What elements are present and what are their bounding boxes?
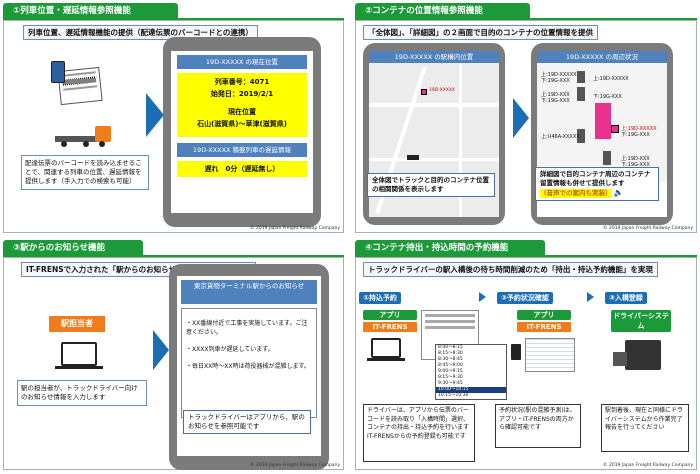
laptop-icon <box>61 342 97 366</box>
panel-frame <box>3 257 344 470</box>
arrow-right-icon <box>587 292 594 302</box>
itfrens-button[interactable]: IT-FRENS <box>363 322 417 332</box>
notice-item: ・XX番線付近で工事を実施しています。ご注意ください。 <box>186 320 308 336</box>
copyright: © 2019 Japan Freight Railway Company <box>603 463 693 468</box>
time-slot[interactable]: 8:30～8:45 <box>438 357 463 362</box>
panel-title: ①列車位置・遅延情報参照機能 <box>3 3 178 19</box>
time-slot-table[interactable]: 8:00～8:15 8:15～8:30 8:30～8:45 8:45～9:00 … <box>435 344 507 400</box>
time-slot[interactable]: 9:15～9:30 <box>438 375 463 380</box>
map-label: 上:19D-XXXXX <box>541 72 577 78</box>
detail-header: 19D-XXXXX の周辺状況 <box>537 51 667 63</box>
printer-icon <box>613 352 627 366</box>
start-date: 始発日：2019/2/1 <box>210 90 274 98</box>
detail-callout-text: 詳細図で目的コンテナ周辺のコンテナ留置情報も併せて提供します <box>540 170 651 187</box>
speaker-icon[interactable]: 🔈 <box>613 188 624 197</box>
congestion-chart-icon <box>525 338 575 372</box>
panel-title: ②コンテナの位置情報参照機能 <box>355 3 530 19</box>
smartphone-icon <box>511 344 521 360</box>
copyright: © 2019 Japan Freight Railway Company <box>250 463 340 468</box>
time-slot[interactable]: 8:00～8:15 <box>438 345 463 350</box>
panel-frame <box>3 20 344 233</box>
time-slot[interactable]: 10:00～10:15 <box>436 387 506 393</box>
container-marker[interactable] <box>421 89 427 95</box>
overview-callout: 全体図でトラックと目的のコンテナ位置の相関関係を表示します <box>367 173 495 197</box>
map-label: 下:19G-XXX <box>621 132 650 138</box>
map-label: 下:19G-XXX <box>593 94 622 100</box>
voice-guide-note: （音声での案内も実装） <box>540 189 612 198</box>
notice-list: ・XX番線付近で工事を実施しています。ご注意ください。 ・XXXX列車が遅延して… <box>181 308 317 418</box>
notice-item: ・毎日XX時～XX時は荷役器械が混雑します。 <box>186 363 310 370</box>
current-position-label: 現在位置 <box>228 108 256 116</box>
phone-mockup: 東京貨物ターミナル駅からのお知らせ ・XX番線付近で工事を実施しています。ご注意… <box>169 264 329 470</box>
panel-description: 配達伝票のバーコードを読み込ませることで、関連する列車の位置、遅延情報を提供しま… <box>21 155 149 190</box>
map-label: 下:19G-XXX <box>621 162 650 168</box>
terminal-icon <box>625 340 661 370</box>
panel-container-position: ②コンテナの位置情報参照機能 「全体図」、「詳細図」の２画面で目的のコンテナの位… <box>355 3 697 233</box>
time-slot[interactable]: 8:45～9:00 <box>438 363 463 368</box>
detail-map[interactable]: 上:19D-XXXXX 下:19G-XXX 上:19D-XXXXX 上:19D-… <box>537 63 667 183</box>
panel-train-position: ①列車位置・遅延情報参照機能 列車位置、遅延情報機能の提供（配達伝票のバーコード… <box>3 3 344 233</box>
notice-item: ・XXXX列車が遅延しています。 <box>186 346 274 353</box>
panel-title: ③駅からのお知らせ機能 <box>3 240 143 256</box>
app-button[interactable]: アプリ <box>517 310 571 320</box>
map-label: 上:19D-XXX <box>621 156 650 162</box>
phone-mockup-overview: 19D-XXXXX の駅構内位置 19D-XXXXX <box>363 43 505 225</box>
current-position-value: 石山(滋賀県)～草津(滋賀県) <box>197 120 287 128</box>
time-slot[interactable]: 9:00～9:15 <box>438 369 463 374</box>
panel-subtitle: トラックドライバーの駅入構後の待ち時間削減のため「持出・持込予約機能」を実現 <box>363 262 658 277</box>
laptop-icon <box>371 338 401 358</box>
arrow-right-icon <box>479 292 486 302</box>
position-header: 19D-XXXXX の現在位置 <box>177 55 307 69</box>
panel-frame <box>355 20 697 233</box>
phone-screen: 19D-XXXXX の現在位置 列車番号：4071 始発日：2019/2/1 現… <box>171 51 313 213</box>
notice-header: 東京貨物ターミナル駅からのお知らせ <box>181 280 317 304</box>
overview-header: 19D-XXXXX の駅構内位置 <box>369 51 499 63</box>
panel-subtitle: 列車位置、遅延情報機能の提供（配達伝票のバーコードとの連携） <box>23 25 258 40</box>
notice-callout: トラックドライバーはアプリから、駅のお知らせを参照可能です <box>183 410 311 434</box>
time-slot[interactable]: 9:30～9:45 <box>438 381 463 386</box>
staff-label: 駅担当者 <box>49 316 105 332</box>
panel-title: ④コンテナ持出・持込時間の予約機能 <box>355 240 545 256</box>
truck-marker-icon[interactable] <box>407 155 419 160</box>
time-slot[interactable]: 10:15～10:30 <box>438 393 469 398</box>
app-button[interactable]: アプリ <box>363 310 417 320</box>
copyright: © 2019 Japan Freight Railway Company <box>250 226 340 231</box>
copyright: © 2019 Japan Freight Railway Company <box>603 226 693 231</box>
step3-description: 駅到着後、現在と同様にドライバーシステムから作業完了報告を行ってください <box>601 404 689 452</box>
step3-label: ③入構登録 <box>605 292 647 304</box>
map-label: 上:19D-XXXXX <box>593 76 629 82</box>
step1-description: ドライバーは、アプリから伝票のバーコードを読み取り「入構時間」選択、コンテナの持… <box>363 404 475 462</box>
delay-value: 遅れ 0分（遅延無し） <box>177 161 307 177</box>
arrow-right-icon <box>513 98 529 138</box>
arrow-right-icon <box>153 330 169 370</box>
panel-description: 駅の担当者が、トラックドライバー向けのお知らせ情報を入力します <box>17 380 147 406</box>
map-label: 上:19D-XXX <box>541 92 570 98</box>
map-container-label: 19D-XXXXX <box>429 88 456 93</box>
arrow-right-icon <box>146 93 164 137</box>
delay-header: 19D-XXXXX 積載列車の遅延情報 <box>177 143 307 157</box>
smartphone-icon <box>51 61 65 83</box>
itfrens-button[interactable]: IT-FRENS <box>517 322 571 332</box>
detail-callout: 詳細図で目的コンテナ周辺のコンテナ留置情報も併せて提供します （音声での案内も実… <box>535 167 659 201</box>
panel-reservation: ④コンテナ持出・持込時間の予約機能 トラックドライバーの駅入構後の待ち時間削減の… <box>355 240 697 470</box>
panel-station-notice: ③駅からのお知らせ機能 IT-FRENSで入力された「駅からのお知らせ」をアプリ… <box>3 240 344 470</box>
target-container-marker[interactable] <box>611 125 619 133</box>
phone-mockup: 19D-XXXXX の現在位置 列車番号：4071 始発日：2019/2/1 現… <box>163 37 321 227</box>
step1-label: ①持込予約 <box>359 292 401 304</box>
truck-icon <box>55 126 113 148</box>
map-label: 下:19G-XXX <box>541 98 570 104</box>
panel-frame <box>355 257 697 470</box>
time-slot[interactable]: 8:15～8:30 <box>438 351 463 356</box>
map-label: 下:19G-XXX <box>541 78 570 84</box>
step2-description: 予約状況(駅の混雑予測)は、アプリ・IT-FRENSの両方から確認可能です <box>495 404 581 448</box>
driver-system-button[interactable]: ドライバーシステム <box>611 310 671 332</box>
map-label: 上:U46A-XXXXX <box>541 134 580 140</box>
panel-subtitle: 「全体図」、「詳細図」の２画面で目的のコンテナの位置情報を提供 <box>363 25 598 40</box>
train-number: 列車番号：4071 <box>214 78 270 86</box>
step2-label: ②予約状況確認 <box>497 292 553 304</box>
position-info: 列車番号：4071 始発日：2019/2/1 現在位置 石山(滋賀県)～草津(滋… <box>177 73 307 137</box>
map-label: 上:19D-XXXXX <box>621 126 657 132</box>
